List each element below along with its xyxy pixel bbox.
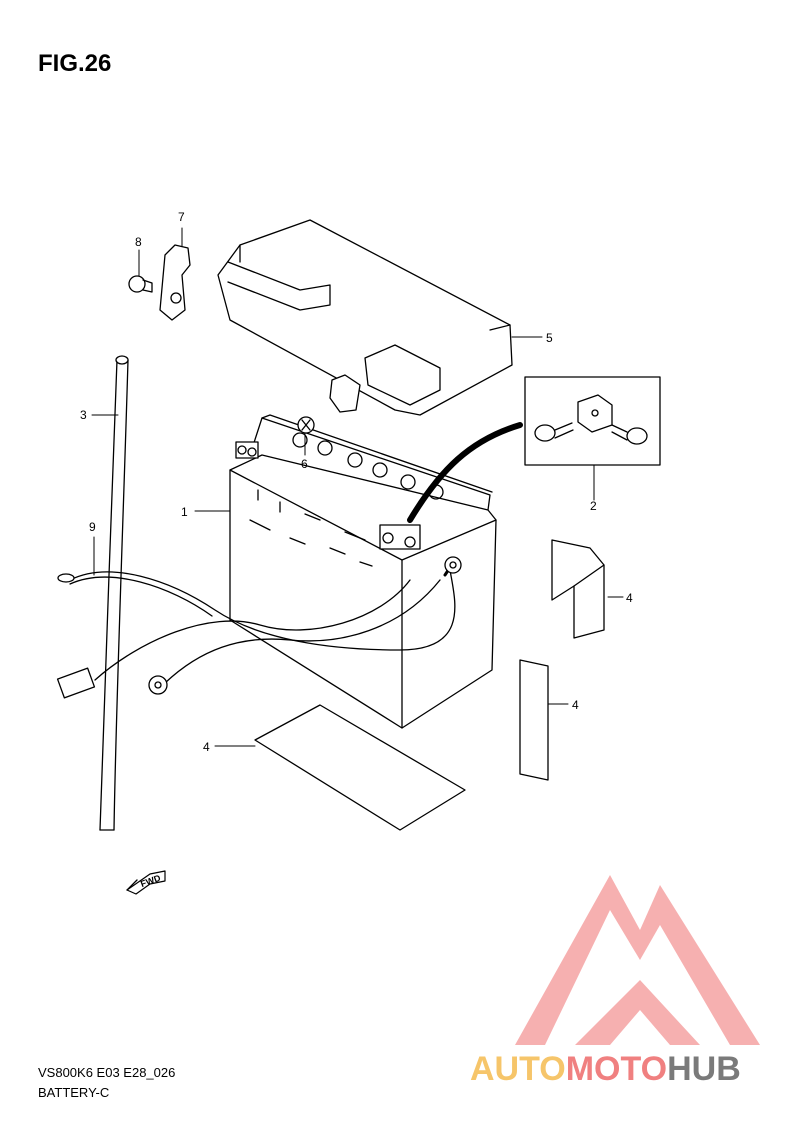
callout-6: 6 [301,457,308,471]
callout-5: 5 [546,331,553,345]
watermark-logo-mark [515,875,760,1045]
pad-c [254,704,466,831]
pad-b [519,659,549,781]
pad-a [551,539,605,639]
battery-cover [217,219,513,416]
model-code: VS800K6 E03 E28_026 [38,1065,176,1080]
callout-8: 8 [135,235,142,249]
watermark-part-3: HUB [667,1050,741,1088]
battery-body [229,414,497,729]
watermark-text: AUTOMOTOHUB [470,1050,741,1089]
fwd-arrow [126,870,166,895]
callout-7: 7 [178,210,185,224]
watermark-part-1: AUTO [470,1050,566,1088]
callout-1: 1 [181,505,188,519]
breather-tube [99,355,129,831]
screw [297,416,315,434]
watermark-part-2: MOTO [565,1050,668,1088]
wiring-harness [56,556,462,699]
callout-9: 9 [89,520,96,534]
section-name: BATTERY-C [38,1085,110,1100]
callout-3: 3 [80,408,87,422]
callout-2: 2 [590,499,597,513]
callout-4-c: 4 [203,740,210,754]
figure-title: FIG.26 [38,50,112,77]
bolt [128,275,153,293]
fwd-label: FWD [139,873,162,890]
callout-4-a: 4 [626,591,633,605]
callout-4-b: 4 [572,698,579,712]
leader-lines [91,227,624,747]
terminal-bolt-kit [524,376,661,466]
bracket [159,244,191,321]
